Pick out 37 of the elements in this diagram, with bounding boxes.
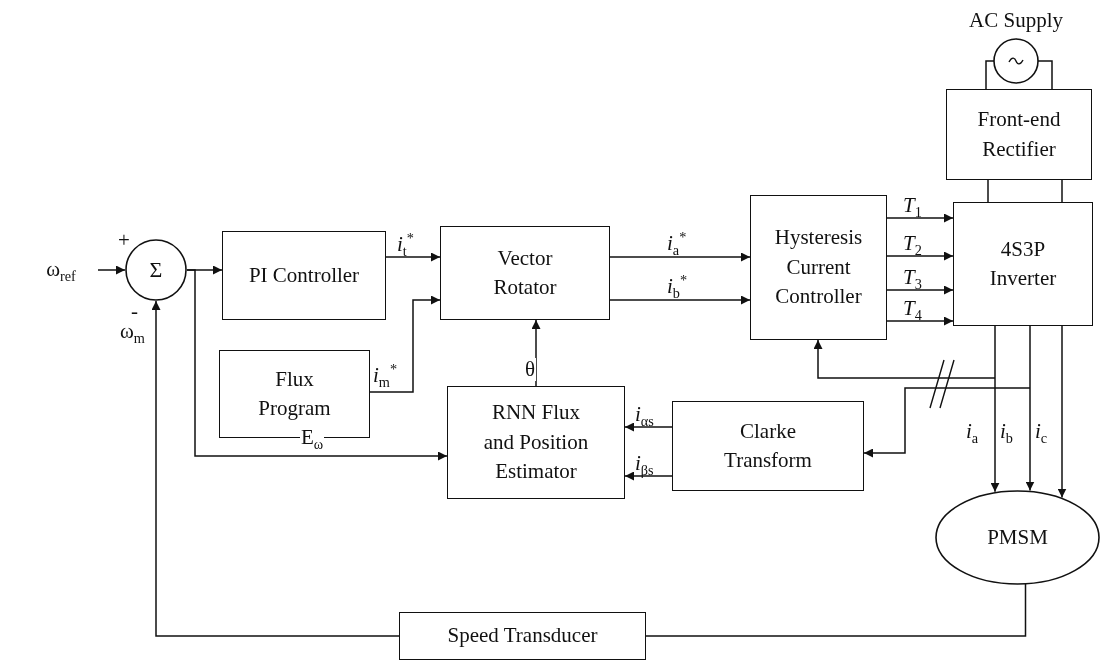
sign-label: + (118, 229, 130, 253)
arrow (369, 295, 441, 393)
arrow (186, 269, 448, 461)
arrow (97, 265, 126, 275)
arrow (1057, 325, 1067, 499)
arrow (886, 285, 954, 295)
arrow (990, 325, 1000, 493)
arrow (1025, 325, 1035, 492)
arrow (886, 316, 954, 326)
block-box: 4S3P Inverter (953, 202, 1093, 326)
arrow (886, 213, 954, 223)
node-label: PMSM (987, 523, 1048, 551)
arrow (151, 300, 400, 637)
arrow (624, 471, 673, 481)
arrow (863, 387, 1031, 458)
edge-label: θ (524, 358, 537, 382)
block-box: Speed Transducer (399, 612, 646, 660)
sum-symbol: Σ (149, 255, 163, 284)
arrow (531, 319, 541, 387)
block-box: Hysteresis Current Controller (750, 195, 887, 340)
signal-label: ω$_{ref}$ (46, 256, 76, 285)
connector-line (987, 179, 989, 203)
block-box: Vector Rotator (440, 226, 610, 320)
arrow (813, 339, 996, 379)
connector-line (1061, 179, 1063, 203)
block-box: RNN Flux and Position Estimator (447, 386, 625, 499)
block-box: Front-end Rectifier (946, 89, 1092, 180)
connector-line (645, 583, 1027, 637)
block-box: Clarke Transform (672, 401, 864, 491)
connector-line (985, 60, 995, 90)
arrow (624, 422, 673, 432)
arrow (886, 251, 954, 261)
arrow (609, 252, 751, 262)
node-label: AC Supply (969, 8, 1063, 34)
block-box: PI Controller (222, 231, 386, 320)
arrow (385, 252, 441, 262)
arrow (609, 295, 751, 305)
